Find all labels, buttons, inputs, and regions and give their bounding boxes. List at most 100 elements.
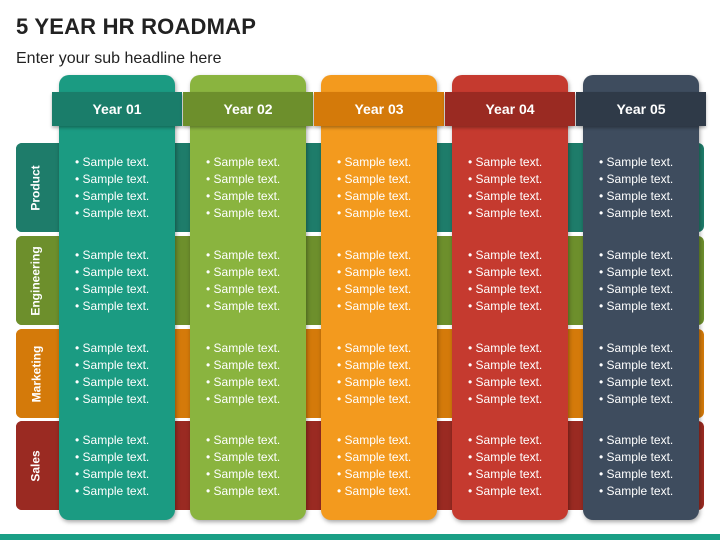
cell-marketing-year-5: Sample text.Sample text.Sample text.Samp… — [583, 340, 699, 408]
bullet-item: Sample text. — [59, 264, 175, 281]
cell-marketing-year-4: Sample text.Sample text.Sample text.Samp… — [452, 340, 568, 408]
bullet-item: Sample text. — [452, 449, 568, 466]
bullet-item: Sample text. — [583, 264, 699, 281]
bullet-item: Sample text. — [583, 154, 699, 171]
bullet-item: Sample text. — [321, 154, 437, 171]
bullet-item: Sample text. — [59, 281, 175, 298]
bullet-item: Sample text. — [452, 264, 568, 281]
bullet-item: Sample text. — [59, 391, 175, 408]
row-label-text: Marketing — [29, 345, 43, 402]
bullet-item: Sample text. — [190, 340, 306, 357]
bullet-item: Sample text. — [59, 247, 175, 264]
bullet-item: Sample text. — [59, 449, 175, 466]
bullet-item: Sample text. — [59, 466, 175, 483]
bullet-item: Sample text. — [59, 432, 175, 449]
bullet-item: Sample text. — [190, 154, 306, 171]
bullet-item: Sample text. — [321, 466, 437, 483]
bullet-item: Sample text. — [321, 298, 437, 315]
bullet-item: Sample text. — [59, 298, 175, 315]
row-label-sales: Sales — [16, 421, 56, 510]
bullet-item: Sample text. — [452, 205, 568, 222]
bullet-item: Sample text. — [583, 483, 699, 500]
cell-product-year-1: Sample text.Sample text.Sample text.Samp… — [59, 154, 175, 222]
bullet-item: Sample text. — [190, 466, 306, 483]
bullet-item: Sample text. — [452, 154, 568, 171]
bullet-item: Sample text. — [59, 340, 175, 357]
bullet-item: Sample text. — [321, 171, 437, 188]
cell-sales-year-1: Sample text.Sample text.Sample text.Samp… — [59, 432, 175, 500]
bullet-item: Sample text. — [583, 432, 699, 449]
cell-product-year-3: Sample text.Sample text.Sample text.Samp… — [321, 154, 437, 222]
bullet-item: Sample text. — [190, 247, 306, 264]
bullet-item: Sample text. — [321, 247, 437, 264]
bullet-item: Sample text. — [321, 483, 437, 500]
bullet-item: Sample text. — [452, 483, 568, 500]
bullet-item: Sample text. — [583, 298, 699, 315]
cell-product-year-4: Sample text.Sample text.Sample text.Samp… — [452, 154, 568, 222]
bullet-item: Sample text. — [59, 205, 175, 222]
bullet-item: Sample text. — [321, 357, 437, 374]
bullet-item: Sample text. — [583, 205, 699, 222]
bullet-item: Sample text. — [321, 281, 437, 298]
bullet-item: Sample text. — [583, 391, 699, 408]
cell-product-year-2: Sample text.Sample text.Sample text.Samp… — [190, 154, 306, 222]
year-header-2: Year 02 — [183, 92, 313, 126]
bullet-item: Sample text. — [452, 340, 568, 357]
cell-sales-year-4: Sample text.Sample text.Sample text.Samp… — [452, 432, 568, 500]
cell-engineering-year-2: Sample text.Sample text.Sample text.Samp… — [190, 247, 306, 315]
cell-engineering-year-5: Sample text.Sample text.Sample text.Samp… — [583, 247, 699, 315]
bullet-item: Sample text. — [583, 374, 699, 391]
bullet-item: Sample text. — [59, 154, 175, 171]
bullet-item: Sample text. — [452, 247, 568, 264]
bullet-item: Sample text. — [321, 205, 437, 222]
row-label-text: Product — [29, 164, 43, 211]
bullet-item: Sample text. — [452, 171, 568, 188]
bullet-item: Sample text. — [583, 340, 699, 357]
cell-marketing-year-2: Sample text.Sample text.Sample text.Samp… — [190, 340, 306, 408]
bullet-item: Sample text. — [583, 281, 699, 298]
cell-sales-year-5: Sample text.Sample text.Sample text.Samp… — [583, 432, 699, 500]
bullet-item: Sample text. — [321, 449, 437, 466]
bullet-item: Sample text. — [452, 391, 568, 408]
row-label-text: Engineering — [29, 245, 43, 316]
bullet-item: Sample text. — [190, 281, 306, 298]
cell-marketing-year-1: Sample text.Sample text.Sample text.Samp… — [59, 340, 175, 408]
bullet-item: Sample text. — [59, 357, 175, 374]
bullet-item: Sample text. — [190, 391, 306, 408]
bullet-item: Sample text. — [452, 298, 568, 315]
bullet-item: Sample text. — [190, 374, 306, 391]
cell-marketing-year-3: Sample text.Sample text.Sample text.Samp… — [321, 340, 437, 408]
cell-product-year-5: Sample text.Sample text.Sample text.Samp… — [583, 154, 699, 222]
year-header-1: Year 01 — [52, 92, 182, 126]
bullet-item: Sample text. — [321, 432, 437, 449]
row-label-marketing: Marketing — [16, 329, 56, 418]
page-subtitle: Enter your sub headline here — [16, 50, 222, 67]
page-title: 5 YEAR HR ROADMAP — [16, 14, 257, 39]
bullet-item: Sample text. — [321, 188, 437, 205]
footer-bar — [0, 534, 720, 540]
bullet-item: Sample text. — [190, 449, 306, 466]
row-label-product: Product — [16, 143, 56, 232]
bullet-item: Sample text. — [190, 171, 306, 188]
bullet-item: Sample text. — [321, 340, 437, 357]
bullet-item: Sample text. — [59, 374, 175, 391]
bullet-item: Sample text. — [583, 171, 699, 188]
bullet-item: Sample text. — [452, 432, 568, 449]
bullet-item: Sample text. — [452, 466, 568, 483]
cell-sales-year-3: Sample text.Sample text.Sample text.Samp… — [321, 432, 437, 500]
bullet-item: Sample text. — [321, 374, 437, 391]
year-header-3: Year 03 — [314, 92, 444, 126]
bullet-item: Sample text. — [59, 188, 175, 205]
cell-engineering-year-1: Sample text.Sample text.Sample text.Samp… — [59, 247, 175, 315]
row-label-text: Sales — [28, 449, 43, 482]
bullet-item: Sample text. — [190, 188, 306, 205]
bullet-item: Sample text. — [583, 188, 699, 205]
bullet-item: Sample text. — [190, 357, 306, 374]
bullet-item: Sample text. — [321, 264, 437, 281]
bullet-item: Sample text. — [59, 171, 175, 188]
cell-engineering-year-4: Sample text.Sample text.Sample text.Samp… — [452, 247, 568, 315]
bullet-item: Sample text. — [321, 391, 437, 408]
bullet-item: Sample text. — [583, 247, 699, 264]
bullet-item: Sample text. — [583, 357, 699, 374]
bullet-item: Sample text. — [452, 188, 568, 205]
